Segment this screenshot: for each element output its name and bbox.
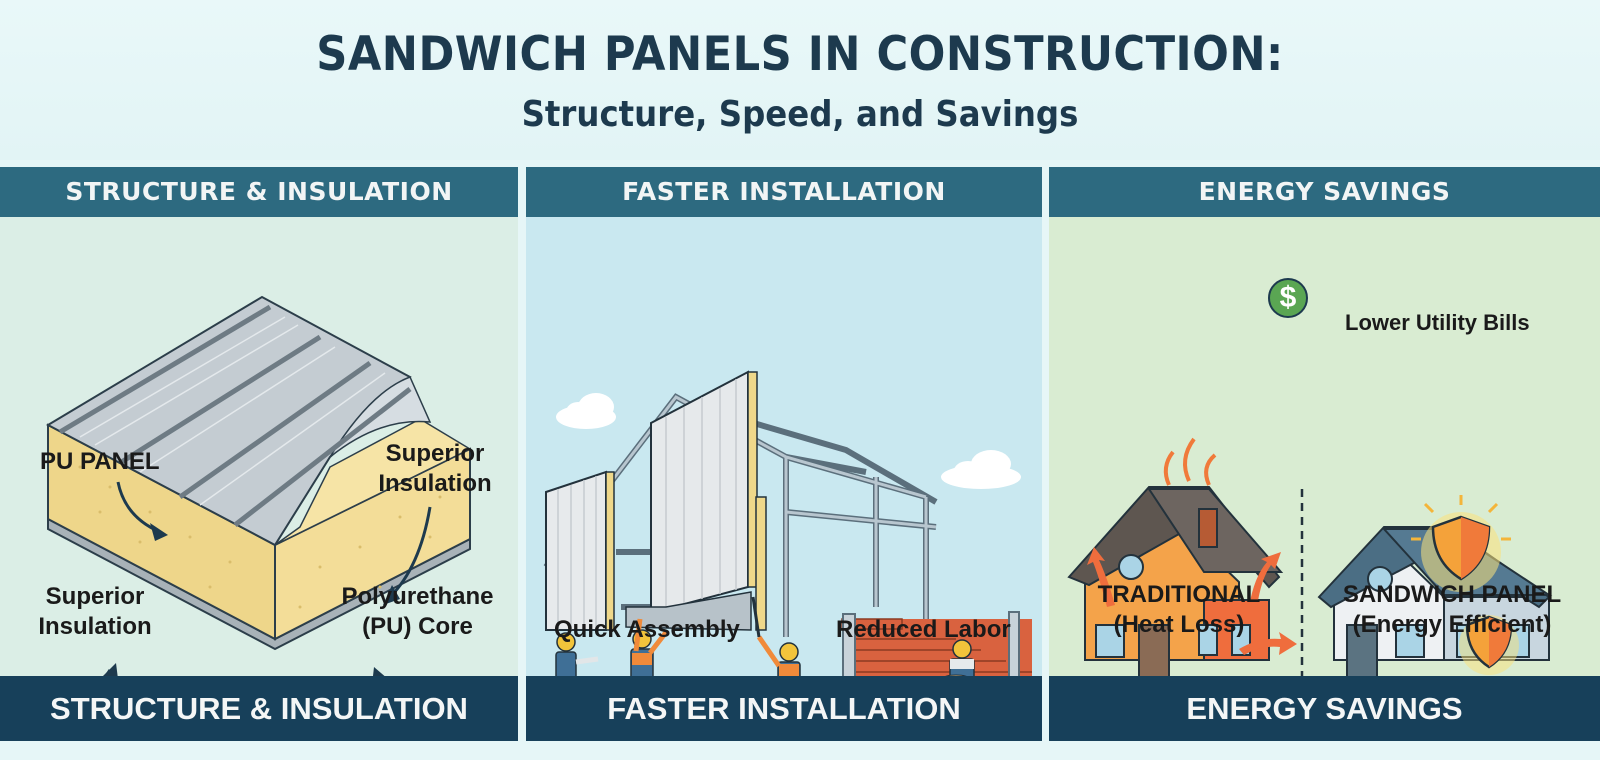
quick-assembly-label: Quick Assembly: [554, 616, 740, 643]
superior-insulation-bottom-label: Superior Insulation: [20, 582, 170, 642]
traditional-label: TRADITIONAL (Heat Loss): [1074, 580, 1284, 640]
energy-savings-panel: ENERGY SAVINGS: [1049, 167, 1600, 741]
structure-header: STRUCTURE & INSULATION: [0, 167, 518, 217]
page-subtitle: Structure, Speed, and Savings: [521, 94, 1079, 135]
faster-installation-panel: FASTER INSTALLATION: [526, 167, 1042, 741]
label-line: Superior: [45, 583, 145, 610]
houses-comparison-illustration-icon: [1067, 437, 1553, 677]
installation-header: FASTER INSTALLATION: [526, 167, 1042, 217]
label-line: (PU) Core: [362, 613, 473, 640]
page-title: SANDWICH PANELS IN CONSTRUCTION:: [316, 27, 1284, 82]
installation-footer: FASTER INSTALLATION: [526, 676, 1042, 741]
dollar-icon: $: [1268, 278, 1308, 318]
title-banner: SANDWICH PANELS IN CONSTRUCTION: Structu…: [0, 0, 1600, 160]
label-line: Polyurethane: [341, 583, 494, 610]
traditional-house: [1067, 437, 1297, 677]
worker-figures: [555, 596, 975, 677]
label-line: Insulation: [38, 613, 152, 640]
reduced-labor-label: Reduced Labor: [836, 616, 1011, 643]
superior-insulation-top-label: Superior Insulation: [360, 439, 510, 499]
lower-utility-bills-label: Lower Utility Bills: [1345, 310, 1530, 335]
shield-icon: [1411, 495, 1511, 592]
label-line: TRADITIONAL: [1097, 581, 1261, 608]
shield-icon: [1459, 615, 1519, 675]
label-line: (Heat Loss): [1113, 611, 1245, 638]
energy-footer: ENERGY SAVINGS: [1049, 676, 1600, 741]
sandwich-panel-label: SANDWICH PANEL (Energy Efficient): [1307, 580, 1597, 640]
construction-scene-illustration-icon: [543, 370, 1032, 677]
label-line: Insulation: [378, 470, 492, 497]
energy-header: ENERGY SAVINGS: [1049, 167, 1600, 217]
pu-panel-label: PU PANEL: [40, 448, 160, 475]
sandwich-panel-illustration-icon: [45, 295, 472, 677]
label-line: SANDWICH PANEL: [1342, 581, 1562, 608]
label-line: (Energy Efficient): [1352, 611, 1552, 638]
structure-footer: STRUCTURE & INSULATION: [0, 676, 518, 741]
pu-core-label: Polyurethane (PU) Core: [325, 582, 510, 642]
label-line: Superior: [385, 440, 485, 467]
structure-insulation-panel: STRUCTURE & INSULATION: [0, 167, 518, 741]
